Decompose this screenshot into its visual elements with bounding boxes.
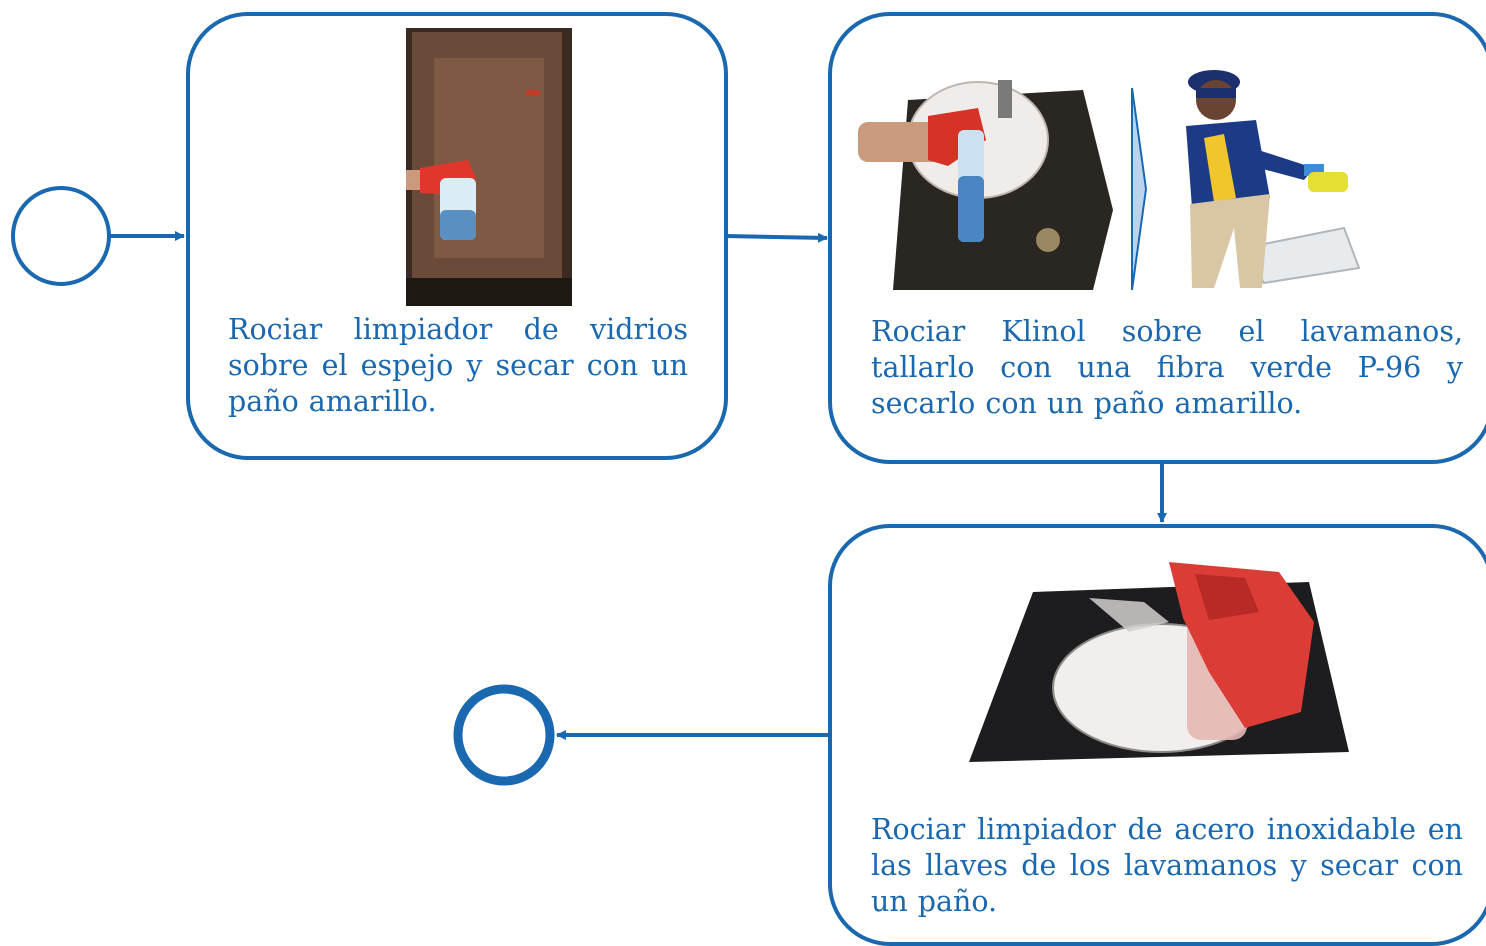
step-1-text: Rociar limpiador de vidrios sobre el esp… [228,313,688,418]
step-3-text: Rociar limpiador de acero inoxidable en … [871,813,1463,918]
start-event-circle [11,186,111,286]
arrow-step-1-to-step-2 [725,232,828,243]
step-2-box: Rociar Klinol sobre el lavamanos, tallar… [828,12,1486,464]
faucet-spray-photo [969,562,1349,762]
step-3-box: Rociar limpiador de acero inoxidable en … [828,524,1486,946]
sink-scrub-photo [1186,70,1361,288]
mirror-spray-photo [406,28,572,306]
divider-arrow-shape [1131,87,1148,291]
sink-spray-photo [858,80,1113,290]
end-event-circle [453,684,555,786]
step-1-box: Rociar limpiador de vidrios sobre el esp… [186,12,728,460]
step-2-text: Rociar Klinol sobre el lavamanos, tallar… [871,315,1463,420]
